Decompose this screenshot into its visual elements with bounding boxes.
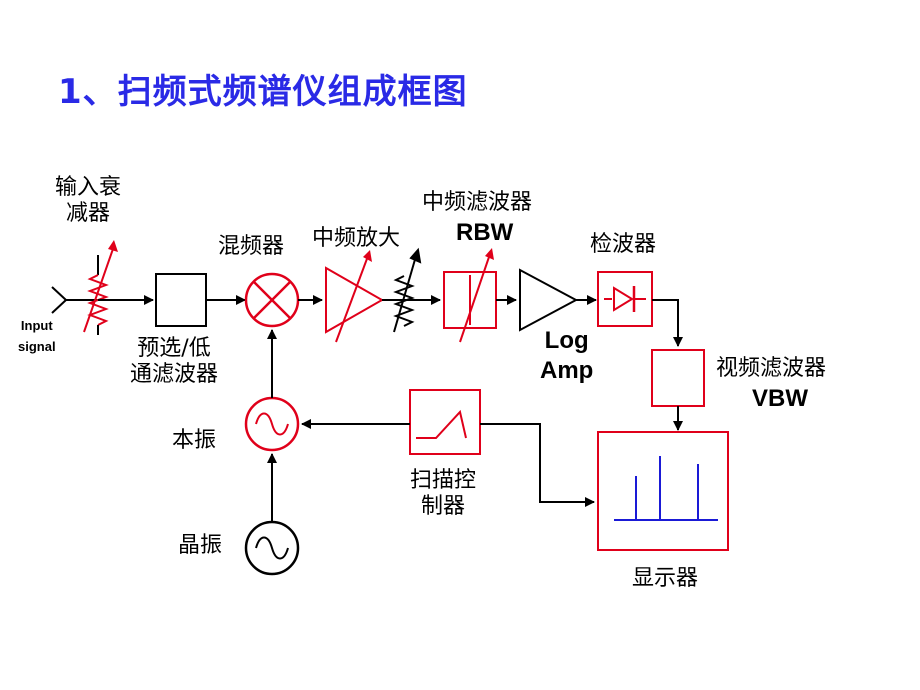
local-oscillator-icon xyxy=(244,396,300,452)
video-filter-label: 视频滤波器 xyxy=(716,356,827,381)
preselector-label: 预选/低 通滤波器 xyxy=(130,336,218,389)
input-signal-label: Input signal xyxy=(18,316,56,358)
if-gain-resistor-icon xyxy=(393,247,422,333)
rbw-label: RBW xyxy=(456,219,514,246)
log-amp-label: Log Amp xyxy=(540,326,593,386)
display-block xyxy=(597,431,729,551)
sweep-controller-label: 扫描控 制器 xyxy=(410,468,476,521)
input-antenna-icon xyxy=(51,286,98,314)
preselector-label-line1: 预选/低 xyxy=(137,336,211,361)
if-filter-label: 中频滤波器 xyxy=(422,190,532,216)
page-title: 1、扫频式频谱仪组成框图 xyxy=(58,72,468,112)
detector-block xyxy=(597,271,653,327)
sweep-controller-label-line2: 制器 xyxy=(421,494,466,520)
if-filter-rbw-block xyxy=(443,248,497,343)
display-label: 显示器 xyxy=(632,566,699,591)
sweep-controller-block xyxy=(409,389,481,455)
input-attenuator-label: 输入衰 减器 xyxy=(55,175,121,228)
input-attenuator-label-line2: 减器 xyxy=(66,201,111,227)
preselector-filter-block xyxy=(155,273,207,327)
vbw-label: VBW xyxy=(752,385,808,412)
preselector-label-line2: 通滤波器 xyxy=(130,362,219,388)
if-amp-label: 中频放大 xyxy=(312,226,401,251)
local-oscillator-label: 本振 xyxy=(172,428,217,453)
log-amp-icon xyxy=(519,268,579,332)
input-attenuator-icon xyxy=(83,240,118,335)
input-signal-label-line2: signal xyxy=(18,338,56,354)
input-signal-label-line1: Input xyxy=(20,318,53,333)
if-filter-label-text: 中频滤波器 xyxy=(422,190,533,215)
detector-label: 检波器 xyxy=(590,232,657,257)
mixer-icon xyxy=(244,272,300,328)
video-filter-vbw-block xyxy=(651,349,705,407)
crystal-oscillator-icon xyxy=(244,520,300,576)
amp-label-line: Amp xyxy=(540,357,594,384)
sweep-controller-label-line1: 扫描控 xyxy=(410,468,477,493)
input-attenuator-label-line1: 输入衰 xyxy=(55,175,122,200)
log-label-line: Log xyxy=(544,327,589,354)
crystal-oscillator-label: 晶振 xyxy=(178,533,223,558)
if-amplifier-icon xyxy=(325,250,385,343)
mixer-label: 混频器 xyxy=(218,234,285,259)
